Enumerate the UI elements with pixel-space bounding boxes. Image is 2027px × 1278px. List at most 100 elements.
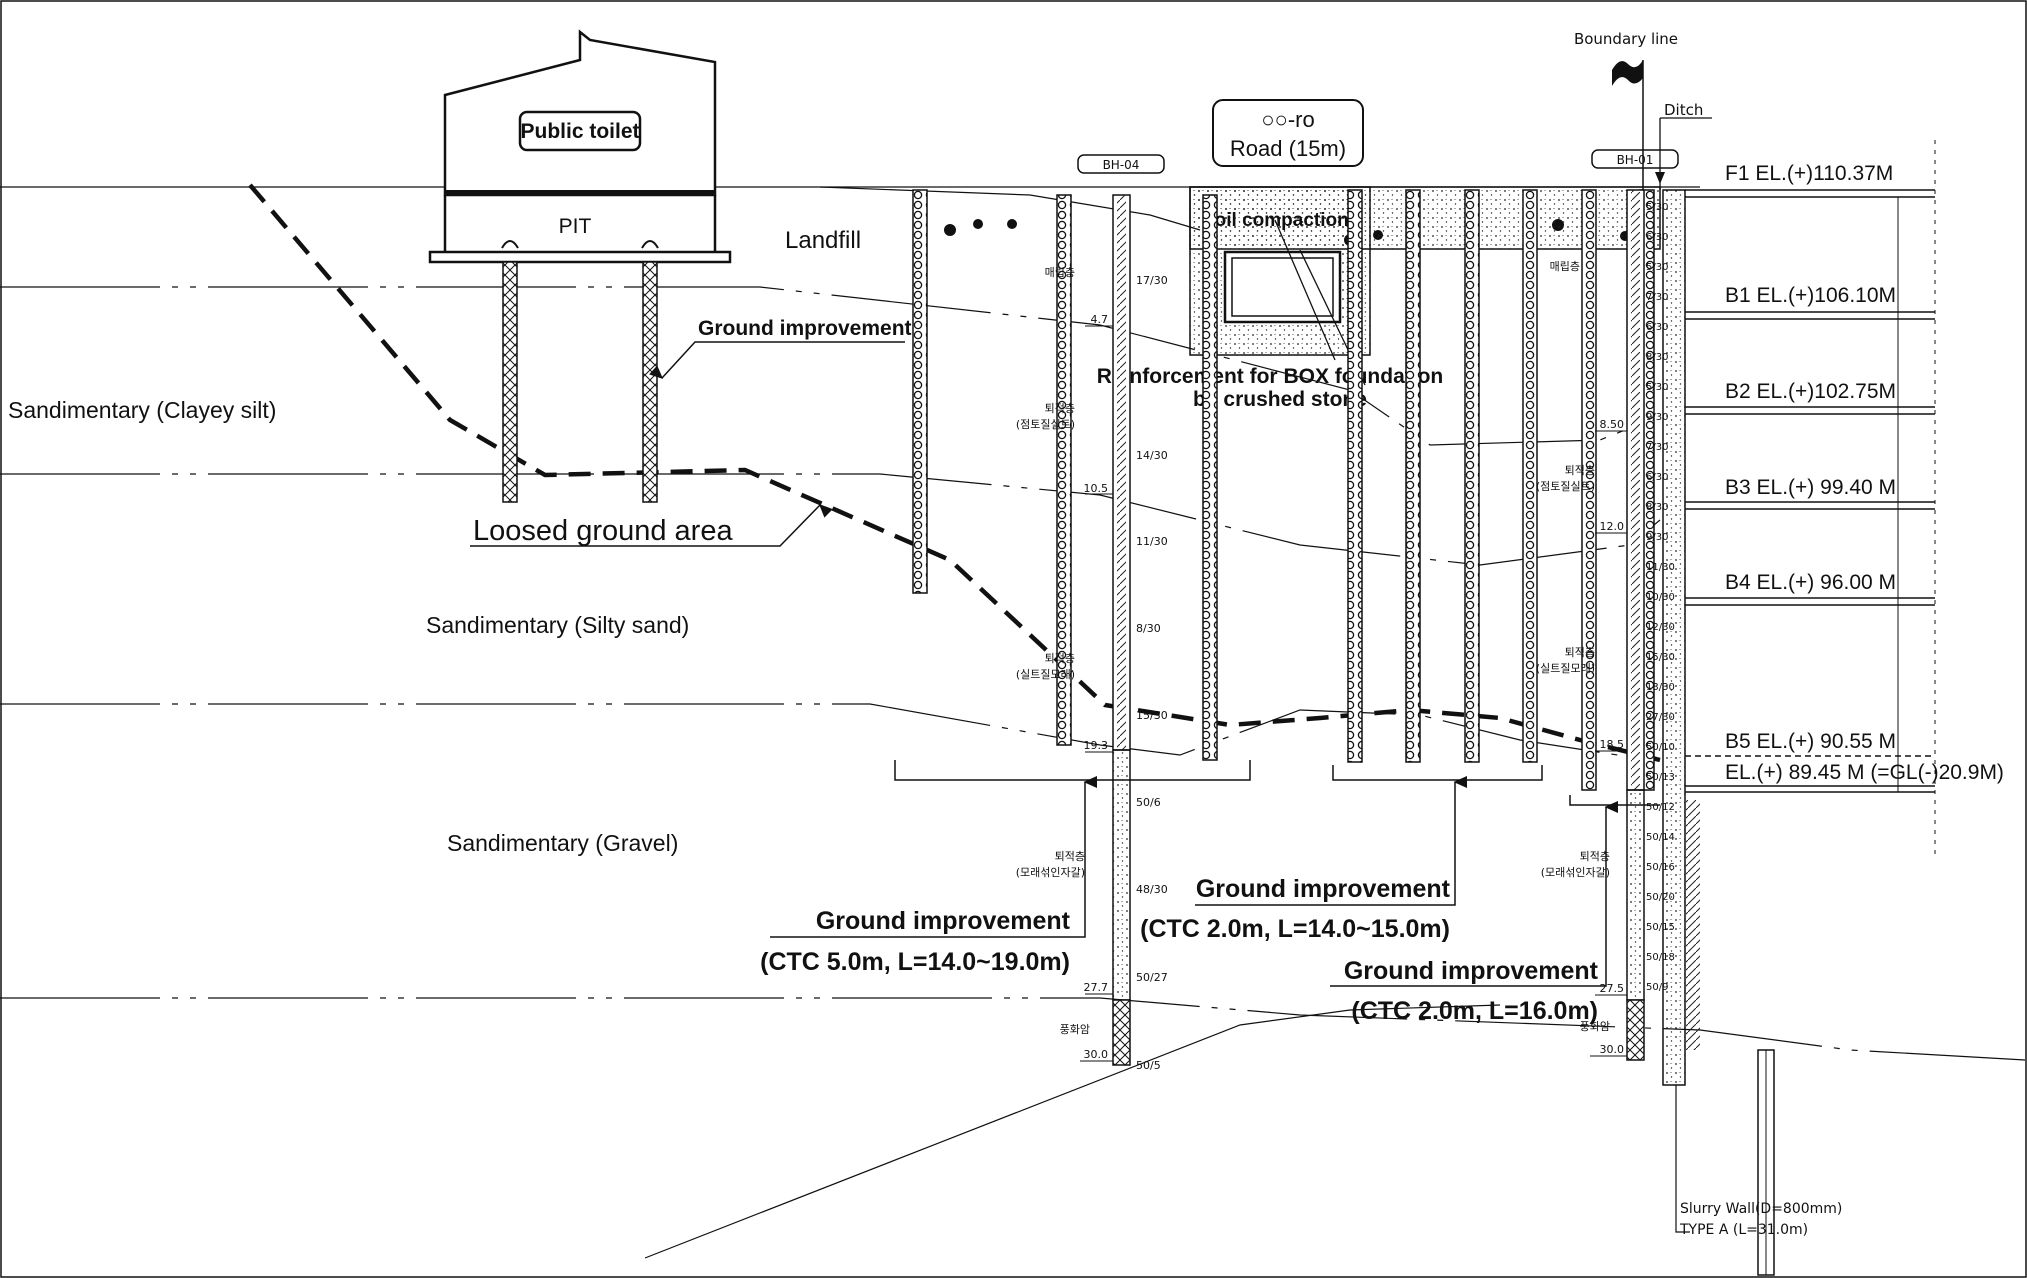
gi-a-spec: (CTC 5.0m, L=14.0~19.0m) bbox=[760, 948, 1070, 976]
bh01-spt-value: 9/30 bbox=[1646, 412, 1668, 423]
bh01-spt-value: 50/13 bbox=[1646, 772, 1675, 783]
svg-text:B1 EL.(+)106.10M: B1 EL.(+)106.10M bbox=[1725, 284, 1896, 307]
svg-text:15/30: 15/30 bbox=[1136, 709, 1168, 722]
gi-a-callout bbox=[770, 760, 1251, 938]
svg-text:12.0: 12.0 bbox=[1600, 520, 1625, 533]
bh01-spt-value: 50/15 bbox=[1646, 922, 1675, 933]
svg-text:19.3: 19.3 bbox=[1084, 739, 1109, 752]
box-reinforcement-line2: by crushed stone bbox=[1193, 388, 1367, 411]
bh01-spt-value: 12/30 bbox=[1646, 622, 1675, 633]
bh01-spt-value: 50/12 bbox=[1646, 802, 1675, 813]
layer-boundaries bbox=[0, 186, 2026, 1259]
svg-text:4.7: 4.7 bbox=[1091, 313, 1109, 326]
svg-text:30.0: 30.0 bbox=[1600, 1043, 1625, 1056]
bh01-spt-value: 13/30 bbox=[1646, 682, 1675, 693]
gi-c-callout bbox=[1330, 795, 1660, 987]
svg-text:EL.(+) 89.45 M (=GL(-)20.9M): EL.(+) 89.45 M (=GL(-)20.9M) bbox=[1725, 761, 2004, 784]
svg-text:퇴적층: 퇴적층 bbox=[1045, 652, 1075, 665]
clayey-silt-label: Sandimentary (Clayey silt) bbox=[8, 397, 276, 423]
svg-text:10.5: 10.5 bbox=[1084, 482, 1109, 495]
svg-text:퇴적층: 퇴적층 bbox=[1055, 850, 1085, 863]
floor-slabs bbox=[1685, 140, 1936, 860]
gi-b-spec: (CTC 2.0m, L=14.0~15.0m) bbox=[1140, 915, 1450, 943]
svg-text:퇴적층: 퇴적층 bbox=[1580, 850, 1610, 863]
bh01-spt-value: 5/30 bbox=[1646, 262, 1668, 273]
svg-text:11/30: 11/30 bbox=[1136, 535, 1168, 548]
bh01-spt-value: 50/20 bbox=[1646, 892, 1675, 903]
gi-b-title: Ground improvement bbox=[1196, 875, 1451, 903]
gi-c-spec: (CTC 2.0m, L=16.0m) bbox=[1351, 997, 1598, 1025]
bh01-spt-value: 27/30 bbox=[1646, 712, 1675, 723]
svg-text:(실트질모래): (실트질모래) bbox=[1536, 662, 1595, 675]
borehole-bh04: BH-04 bbox=[1077, 154, 1165, 1066]
svg-text:B2 EL.(+)102.75M: B2 EL.(+)102.75M bbox=[1725, 380, 1896, 403]
svg-text:풍화암: 풍화암 bbox=[1060, 1023, 1090, 1036]
public-toilet-building bbox=[428, 29, 732, 264]
svg-text:퇴적층: 퇴적층 bbox=[1045, 402, 1075, 415]
toilet-improvement-piles bbox=[501, 240, 659, 503]
svg-text:18.5: 18.5 bbox=[1600, 738, 1625, 751]
bh01-spt-value: 50/14 bbox=[1646, 832, 1675, 843]
svg-text:F1 EL.(+)110.37M: F1 EL.(+)110.37M bbox=[1725, 162, 1893, 185]
toilet-gi-leader bbox=[649, 341, 905, 380]
bh01-tag: BH-01 bbox=[1617, 153, 1654, 167]
bh01-spt-value: 11/30 bbox=[1646, 562, 1675, 573]
loosed-ground-boundary bbox=[248, 183, 1661, 763]
boundary-line-label: Boundary line bbox=[1574, 30, 1678, 48]
bh01-spt-value: 6/30 bbox=[1646, 322, 1668, 333]
bh01-spt-value: 5/30 bbox=[1646, 382, 1668, 393]
road-name: ○○-ro bbox=[1261, 107, 1314, 132]
gi-b-callout bbox=[1195, 765, 1543, 906]
bh01-spt-value: 50/18 bbox=[1646, 952, 1675, 963]
improvement-columns bbox=[912, 189, 1655, 791]
slurry-wall-line2: TYPE A (L=31.0m) bbox=[1679, 1222, 1808, 1238]
svg-text:퇴적층: 퇴적층 bbox=[1565, 646, 1595, 659]
bh01-spt-value: 8/30 bbox=[1646, 502, 1668, 513]
gravel-label: Sandimentary (Gravel) bbox=[447, 830, 678, 856]
bh04-depth-ticks bbox=[1080, 325, 1113, 1062]
svg-text:30.0: 30.0 bbox=[1084, 1048, 1109, 1061]
svg-text:50/6: 50/6 bbox=[1136, 796, 1161, 809]
svg-text:14/30: 14/30 bbox=[1136, 449, 1168, 462]
bh01-spt-values: 5/306/305/307/306/308/305/309/307/306/30… bbox=[1646, 202, 1675, 993]
box-reinforcement-line1: Reinforcement for BOX foundation bbox=[1097, 365, 1444, 388]
bh01-spt-value: 7/30 bbox=[1646, 442, 1668, 453]
svg-text:풍화암: 풍화암 bbox=[1580, 1020, 1610, 1033]
svg-text:50/5: 50/5 bbox=[1136, 1059, 1161, 1072]
bh01-spt-value: 9/30 bbox=[1646, 532, 1668, 543]
gravel-top-line bbox=[0, 703, 1651, 761]
loosed-ground-label: Loosed ground area bbox=[473, 515, 733, 547]
ditch-label: Ditch bbox=[1664, 101, 1703, 119]
rock-contour-line bbox=[644, 1004, 1501, 1259]
toilet-gi-label: Ground improvement bbox=[698, 317, 912, 340]
bh01-spt-value: 50/9 bbox=[1646, 982, 1668, 993]
bh01-annotations: 매립층 퇴적층 (점토질실트) 퇴적층 (실트질모래) 퇴적층 (모래섞인자갈)… bbox=[1536, 260, 1624, 1056]
svg-text:50/27: 50/27 bbox=[1136, 971, 1168, 984]
floor-labels: F1 EL.(+)110.37M B1 EL.(+)106.10M B2 EL.… bbox=[1725, 162, 2004, 784]
landfill-label: Landfill bbox=[785, 227, 861, 254]
bh01-spt-value: 8/30 bbox=[1646, 352, 1668, 363]
bh01-spt-value: 10/30 bbox=[1646, 592, 1675, 603]
bh01-spt-value: 5/30 bbox=[1646, 202, 1668, 213]
svg-text:(실트질모래): (실트질모래) bbox=[1016, 668, 1075, 681]
svg-text:B4 EL.(+) 96.00 M: B4 EL.(+) 96.00 M bbox=[1725, 571, 1896, 594]
bh01-depth-ticks bbox=[1590, 430, 1627, 1057]
public-toilet-label: Public toilet bbox=[520, 120, 639, 143]
svg-text:(점토질실트): (점토질실트) bbox=[1536, 480, 1595, 493]
weathered-rock-top-line bbox=[0, 997, 2026, 1061]
svg-text:매립층: 매립층 bbox=[1550, 260, 1580, 273]
svg-text:(모래섞인자갈): (모래섞인자갈) bbox=[1016, 865, 1085, 879]
silty-sand-top-line bbox=[0, 473, 1661, 566]
public-toilet-sign bbox=[518, 110, 642, 152]
soil-compaction-leader bbox=[1274, 219, 1336, 361]
borehole-bh01: BH-01 bbox=[1591, 149, 1679, 1061]
loosed-ground-leader bbox=[470, 503, 833, 547]
svg-text:27.5: 27.5 bbox=[1600, 982, 1625, 995]
bh01-spt-value: 7/30 bbox=[1646, 292, 1668, 303]
gi-c-title: Ground improvement bbox=[1344, 957, 1599, 985]
boundary-marker bbox=[1612, 60, 1712, 190]
bh01-spt-value: 50/10 bbox=[1646, 742, 1675, 753]
svg-text:(모래섞인자갈): (모래섞인자갈) bbox=[1541, 865, 1610, 879]
bh04-tag: BH-04 bbox=[1103, 158, 1140, 172]
